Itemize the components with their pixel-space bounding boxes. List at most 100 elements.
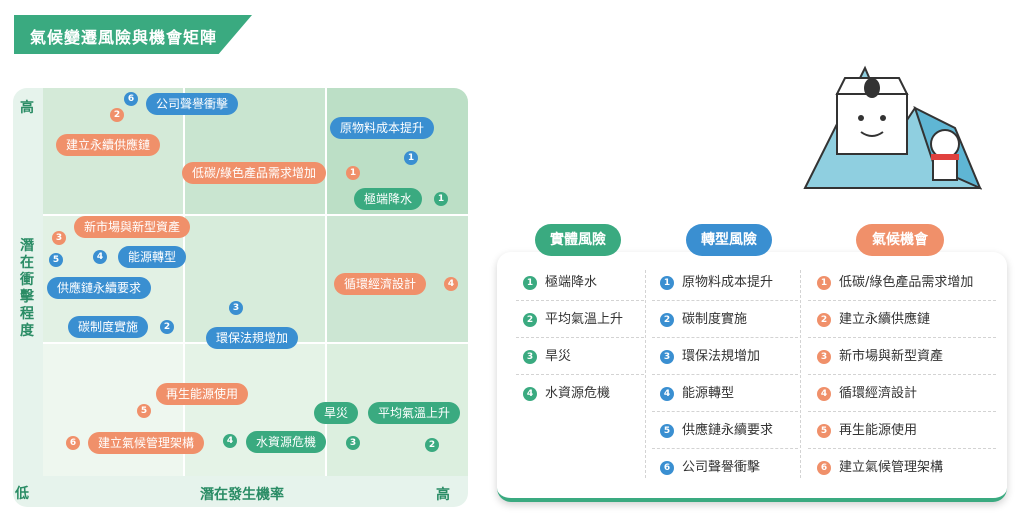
matrix-cell	[185, 344, 325, 476]
legend-row-divider	[808, 411, 996, 412]
legend-item: 4 能源轉型	[660, 384, 734, 404]
legend-divider	[645, 270, 646, 478]
legend-panel	[497, 252, 1007, 502]
marker-transition-5: 5	[49, 253, 63, 267]
legend-num: 6	[817, 460, 831, 475]
legend-row-divider	[652, 448, 798, 449]
y-axis-high-label: 高	[20, 100, 34, 116]
legend-item: 5 再生能源使用	[817, 421, 917, 441]
bubble-environmental-regulation: 環保法規增加	[206, 327, 299, 349]
bubble-supply-chain-requirement: 供應鏈永續要求	[47, 277, 152, 299]
legend-num: 1	[660, 275, 674, 290]
bubble-extreme-rainfall: 極端降水	[354, 188, 423, 210]
legend-item: 4 循環經濟設計	[817, 384, 917, 404]
legend-item: 4 水資源危機	[523, 384, 610, 404]
legend-item: 2 建立永續供應鏈	[817, 310, 930, 330]
legend-row-divider	[808, 448, 996, 449]
marker-opportunity-6: 6	[66, 436, 80, 450]
legend-num: 5	[817, 423, 831, 438]
legend-divider	[800, 270, 801, 478]
legend-row-divider	[516, 374, 644, 375]
legend-text: 能源轉型	[682, 386, 735, 401]
legend-num: 5	[660, 423, 674, 438]
bubble-renewable-energy: 再生能源使用	[156, 383, 249, 405]
legend-num: 2	[523, 312, 537, 327]
page-title: 氣候變遷風險與機會矩陣	[30, 28, 218, 47]
legend-text: 建立永續供應鏈	[839, 312, 931, 327]
legend-num: 4	[660, 386, 674, 401]
legend-row-divider	[808, 374, 996, 375]
legend-row-divider	[516, 337, 644, 338]
bubble-carbon-regime: 碳制度實施	[68, 316, 149, 338]
legend-num: 4	[817, 386, 831, 401]
legend-item: 1 原物料成本提升	[660, 273, 773, 293]
legend-text: 新市場與新型資產	[839, 349, 944, 364]
bubble-reputation-impact: 公司聲譽衝擊	[146, 93, 239, 115]
marker-physical-3: 3	[346, 436, 360, 450]
legend-item: 2 碳制度實施	[660, 310, 747, 330]
legend-header-opportunity: 氣候機會	[856, 224, 944, 256]
legend-header-transition: 轉型風險	[686, 224, 772, 256]
legend-row-divider	[652, 300, 798, 301]
legend-text: 循環經濟設計	[839, 386, 918, 401]
mascot-illustration	[803, 65, 983, 190]
matrix-cell	[185, 216, 325, 342]
legend-num: 6	[660, 460, 674, 475]
legend-text: 旱災	[545, 349, 572, 364]
legend-num: 3	[817, 349, 831, 364]
legend-row-divider	[808, 337, 996, 338]
x-axis-title: 潛在發生機率	[200, 487, 284, 503]
legend-header-physical: 實體風險	[535, 224, 621, 256]
bubble-drought: 旱災	[314, 402, 359, 424]
marker-transition-1: 1	[404, 151, 418, 165]
legend-num: 2	[660, 312, 674, 327]
legend-num: 1	[817, 275, 831, 290]
marker-opportunity-4: 4	[444, 277, 458, 291]
legend-item: 3 環保法規增加	[660, 347, 760, 367]
legend-num: 2	[817, 312, 831, 327]
bubble-water-crisis: 水資源危機	[246, 431, 327, 453]
marker-physical-4: 4	[223, 434, 237, 448]
legend-num: 4	[523, 386, 537, 401]
title-banner	[14, 15, 252, 54]
marker-opportunity-5: 5	[137, 404, 151, 418]
marker-physical-2: 2	[425, 438, 439, 452]
bubble-sustainable-supply-chain: 建立永續供應鏈	[56, 134, 161, 156]
marker-opportunity-2: 2	[110, 108, 124, 122]
bubble-energy-transition: 能源轉型	[118, 246, 187, 268]
legend-text: 極端降水	[545, 275, 598, 290]
legend-num: 3	[660, 349, 674, 364]
marker-physical-1: 1	[434, 192, 448, 206]
y-axis-bar	[13, 88, 43, 506]
bubble-circular-economy: 循環經濟設計	[334, 273, 427, 295]
legend-row-divider	[652, 337, 798, 338]
x-axis-high-label: 高	[436, 487, 450, 503]
legend-text: 平均氣溫上升	[545, 312, 624, 327]
marker-transition-4: 4	[93, 250, 107, 264]
legend-text: 公司聲譽衝擊	[682, 460, 761, 475]
legend-row-divider	[808, 300, 996, 301]
legend-row-divider	[516, 300, 644, 301]
legend-item: 1 低碳/綠色產品需求增加	[817, 273, 973, 293]
matrix-cell	[43, 344, 183, 476]
legend-text: 低碳/綠色產品需求增加	[839, 275, 974, 290]
legend-item: 6 公司聲譽衝擊	[660, 458, 760, 478]
legend-text: 建立氣候管理架構	[839, 460, 944, 475]
legend-item: 2 平均氣溫上升	[523, 310, 623, 330]
legend-item: 3 新市場與新型資產	[817, 347, 943, 367]
bubble-average-temperature: 平均氣溫上升	[368, 402, 461, 424]
legend-text: 碳制度實施	[682, 312, 748, 327]
bubble-low-carbon-demand: 低碳/綠色產品需求增加	[182, 162, 327, 184]
bubble-raw-material-cost: 原物料成本提升	[330, 117, 435, 139]
legend-num: 1	[523, 275, 537, 290]
legend-text: 原物料成本提升	[682, 275, 774, 290]
marker-transition-2: 2	[160, 320, 174, 334]
bubble-climate-governance: 建立氣候管理架構	[88, 432, 205, 454]
legend-text: 再生能源使用	[839, 423, 918, 438]
legend-text: 環保法規增加	[682, 349, 761, 364]
legend-item: 1 極端降水	[523, 273, 597, 293]
legend-row-divider	[652, 374, 798, 375]
legend-text: 水資源危機	[545, 386, 611, 401]
